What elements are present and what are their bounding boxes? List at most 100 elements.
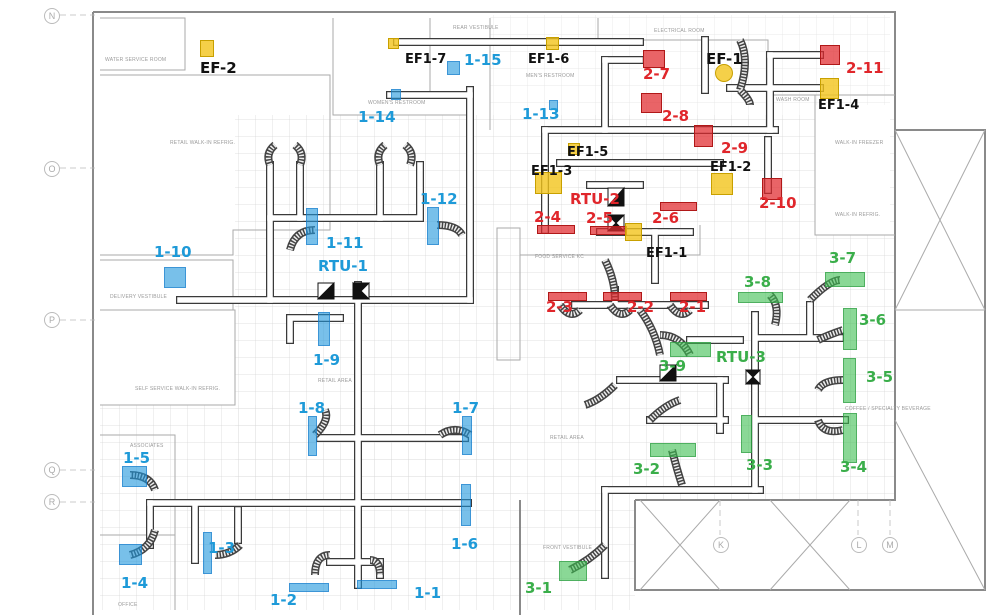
grid-bubble-n: N [44,8,60,24]
diffuser-1-7 [462,416,472,455]
label-rtu-3: RTU-3 [716,348,766,366]
diffuser-2-2 [603,292,642,301]
label-1-2: 1-2 [270,591,298,609]
label-2-8: 2-8 [662,107,690,125]
exhaust-fan-ef1-1 [625,223,642,241]
label-1-11: 1-11 [326,234,364,252]
diffuser-3-6 [843,308,857,350]
label-2-7: 2-7 [643,65,671,83]
diffuser-1-13 [549,100,558,110]
label-ef-2: EF-2 [200,59,237,77]
diffuser-1-1 [357,580,397,589]
diffuser-1-6 [461,484,471,526]
diffuser-2-6 [660,202,697,211]
label-1-4: 1-4 [121,574,149,592]
room-wash: WASH ROOM [776,97,810,103]
label-1-12: 1-12 [420,190,458,208]
diffuser-2-11 [820,45,840,65]
room-associates: ASSOCIATES [130,443,164,449]
grid-bubble-o: O [44,161,60,177]
exhaust-fan-ef1-4 [820,78,839,99]
diffuser-1-9 [318,312,330,346]
label-2-9: 2-9 [721,139,749,157]
label-ef-1: EF-1 [706,50,743,68]
label-2-11: 2-11 [846,59,884,77]
room-electrical: ELECTRICAL ROOM [654,28,705,34]
grid-bubble-q: Q [44,462,60,478]
label-ef1-6: EF1-6 [528,52,570,67]
room-retail-area-2: RETAIL AREA [550,435,584,441]
exhaust-fan-ef1-6 [546,37,559,50]
label-1-10: 1-10 [154,243,192,261]
diffuser-3-9 [670,342,711,357]
diffuser-2-8 [641,93,662,113]
label-3-6: 3-6 [859,311,887,329]
label-1-6: 1-6 [451,535,479,553]
diffuser-3-1 [559,561,587,581]
diffuser-2-4 [537,225,575,234]
diffuser-3-2 [650,443,696,457]
exhaust-fan-ef-2 [200,40,214,57]
room-office: OFFICE [118,602,138,608]
diffuser-1-11 [306,208,318,245]
label-1-14: 1-14 [358,108,396,126]
grid-bubble-p: P [44,312,60,328]
diffuser-2-1 [670,292,707,301]
diffuser-3-4 [843,413,857,463]
grid-bubble-r: R [44,494,60,510]
label-3-3: 3-3 [746,456,774,474]
diffuser-2-9 [694,125,713,147]
label-ef1-1: EF1-1 [646,246,688,261]
label-2-1: 2-1 [679,298,707,316]
diffuser-1-12 [427,207,439,245]
diffuser-2-5 [590,226,627,235]
diffuser-3-8 [738,292,783,303]
diffuser-3-5 [843,358,856,403]
room-food-service: FOOD SERVICE KC [535,254,585,260]
label-3-8: 3-8 [744,273,772,291]
grid-bubble-l: L [851,537,867,553]
exhaust-fan-ef1-5 [568,143,580,155]
label-3-4: 3-4 [840,458,868,476]
room-rear-vestibule: REAR VESTIBULE [453,25,499,31]
label-2-2: 2-2 [627,298,655,316]
label-rtu-1: RTU-1 [318,257,368,275]
label-1-5: 1-5 [123,449,151,467]
room-retail-area: RETAIL AREA [318,378,352,384]
label-2-6: 2-6 [652,209,680,227]
room-self-service-walkin: SELF SERVICE WALK-IN REFRIG. [135,386,221,392]
room-front-vestibule: FRONT VESTIBULE [543,545,593,551]
label-1-9: 1-9 [313,351,341,369]
label-1-8: 1-8 [298,399,326,417]
diffuser-2-3 [548,292,587,301]
label-3-2: 3-2 [633,460,661,478]
diffuser-1-8 [308,416,317,456]
label-rtu-2: RTU-2 [570,190,620,208]
grid-bubble-k: K [713,537,729,553]
room-womens-restroom: WOMEN'S RESTROOM [368,100,426,106]
exhaust-fan-ef1-7 [388,38,399,49]
diffuser-2-10 [762,178,782,200]
diffuser-1-4 [119,544,142,565]
diffuser-1-10 [164,267,186,288]
diffuser-3-7 [825,272,865,287]
label-2-4: 2-4 [534,208,562,226]
diffuser-1-2 [289,583,329,592]
exhaust-fan-ef-1 [715,64,733,82]
diffuser-1-15 [447,61,460,75]
exhaust-fan-ef1-3 [535,172,562,194]
label-1-3: 1-3 [208,539,236,557]
room-water-service: WATER SERVICE ROOM [105,57,167,63]
label-2-5: 2-5 [586,209,614,227]
label-2-10: 2-10 [759,194,797,212]
room-delivery-vestibule: DELIVERY VESTIBULE [110,294,168,300]
label-3-9: 3-9 [659,357,687,375]
diffuser-3-3 [741,415,752,453]
label-ef1-3: EF1-3 [531,164,573,179]
exhaust-fan-ef1-2 [711,173,733,195]
label-ef1-4: EF1-4 [818,98,860,113]
diffuser-2-7 [643,50,665,68]
room-walkin-freezer: WALK-IN FREEZER [835,140,884,146]
room-retail-walkin: RETAIL WALK-IN REFRIG. [170,140,236,146]
